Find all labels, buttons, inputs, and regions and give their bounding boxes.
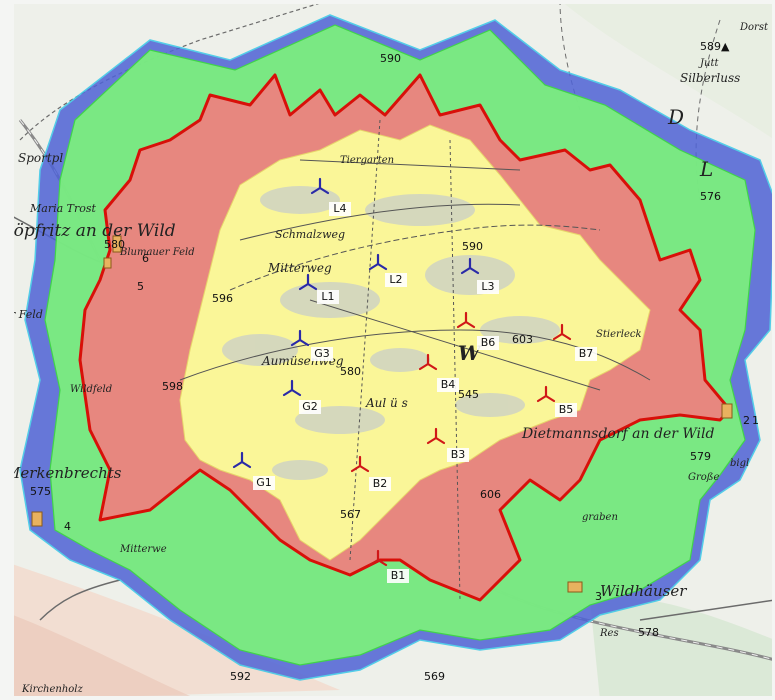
observation-point-label: 3 <box>595 590 602 603</box>
place-label-mitterweg: Mitterweg <box>267 261 332 275</box>
turbine-label: L3 <box>481 280 494 293</box>
elevation-label: 603 <box>512 333 533 346</box>
place-label-bigl: bigl <box>730 458 749 469</box>
elevation-label: 580 <box>340 365 361 378</box>
elevation-label: 606 <box>480 488 501 501</box>
place-label-dietmannsdorf: Dietmannsdorf an der Wild <box>521 426 714 442</box>
place-label-sportpl: Sportpl <box>18 151 63 165</box>
elevation-label: 590 <box>380 52 401 65</box>
turbine-label: L1 <box>321 290 334 303</box>
observation-point-label: 4 <box>64 520 71 533</box>
place-label-mitterwe: Mitterwe <box>119 544 167 555</box>
turbine-label: L4 <box>333 202 346 215</box>
turbine-label: G3 <box>314 347 330 360</box>
place-label-blumauer-feld: Blumauer Feld <box>119 247 195 258</box>
turbine-label: B3 <box>451 448 466 461</box>
elevation-label: 592 <box>230 670 251 683</box>
place-label-schmalzweg: Schmalzweg <box>275 228 345 241</box>
place-label-stierleck: Stierleck <box>596 329 642 340</box>
elevation-label: 576 <box>700 190 721 203</box>
place-label-aulus: Aul ü s <box>365 396 408 410</box>
turbine-label: B7 <box>579 347 594 360</box>
turbine-label: B4 <box>441 378 456 391</box>
elevation-label: 575 <box>30 485 51 498</box>
place-label-res: Res <box>599 628 619 639</box>
elevation-label: 545 <box>458 388 479 401</box>
observation-point-label: 5 <box>137 280 144 293</box>
turbine-label: B1 <box>391 569 406 582</box>
elevation-label: 579 <box>690 450 711 463</box>
turbine-label: G1 <box>256 476 272 489</box>
place-label-d: D <box>667 105 684 129</box>
place-label-merkenbrechts: Merkenbrechts <box>4 464 122 482</box>
place-label-l: L <box>699 157 713 181</box>
elevation-label: 589▲ <box>700 40 730 53</box>
elevation-label: 567 <box>340 508 361 521</box>
turbine-label: B5 <box>559 403 574 416</box>
observation-point-label: 6 <box>142 252 149 265</box>
place-label-jutt: Jutt <box>698 58 719 69</box>
place-label-kirchenholz: Kirchenholz <box>21 684 84 695</box>
place-label-grosse: Große <box>688 472 719 483</box>
elevation-label: 596 <box>212 292 233 305</box>
elevation-label: 590 <box>462 240 483 253</box>
observation-point-label: 1 <box>752 414 759 427</box>
place-label-maria-trost: Maria Trost <box>29 202 97 215</box>
place-label-feld: r Feld <box>10 308 43 321</box>
elevation-label: 598 <box>162 380 183 393</box>
elevation-label: 569 <box>424 670 445 683</box>
place-label-wildhauser: Wildhäuser <box>600 582 687 600</box>
elevation-label: 578 <box>638 626 659 639</box>
turbine-label: B6 <box>481 336 496 349</box>
place-label-graben: graben <box>582 512 618 523</box>
place-label-tiergarten: Tiergarten <box>340 155 394 166</box>
elevation-label: 580 <box>104 238 125 251</box>
place-label-gopfritz: Göpfritz an der Wild <box>0 221 176 241</box>
observation-point-label: 2 <box>743 414 750 427</box>
turbine-label: B2 <box>373 477 388 490</box>
place-label-silberluss: Silberluss <box>680 71 740 85</box>
turbine-label: G2 <box>302 400 318 413</box>
place-label-dorst: Dorst <box>739 22 769 33</box>
place-label-wildfeld: Wildfeld <box>70 384 112 395</box>
turbine-label: L2 <box>389 273 402 286</box>
